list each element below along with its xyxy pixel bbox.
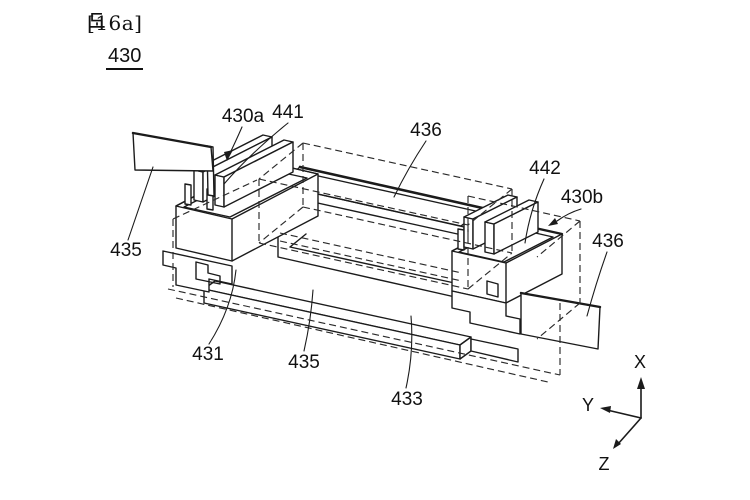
z-axis-label: Z <box>599 454 610 474</box>
x-axis-label: X <box>634 352 646 372</box>
label-430a: 430a <box>222 106 265 127</box>
y-axis-arrow <box>600 406 611 413</box>
label-442: 442 <box>529 158 561 179</box>
label-435-left: 435 <box>110 240 142 261</box>
z-axis-arrow <box>613 439 621 449</box>
label-431: 431 <box>192 344 224 365</box>
label-430b: 430b <box>561 187 603 208</box>
axis-triad: X Y Z <box>582 352 646 474</box>
label-433: 433 <box>391 389 423 410</box>
x-axis-arrow <box>637 377 645 389</box>
y-axis-label: Y <box>582 395 594 415</box>
label-436-center: 436 <box>410 120 442 141</box>
label-441: 441 <box>272 102 304 123</box>
label-435-bottom: 435 <box>288 352 320 373</box>
label-436-right: 436 <box>592 231 624 252</box>
